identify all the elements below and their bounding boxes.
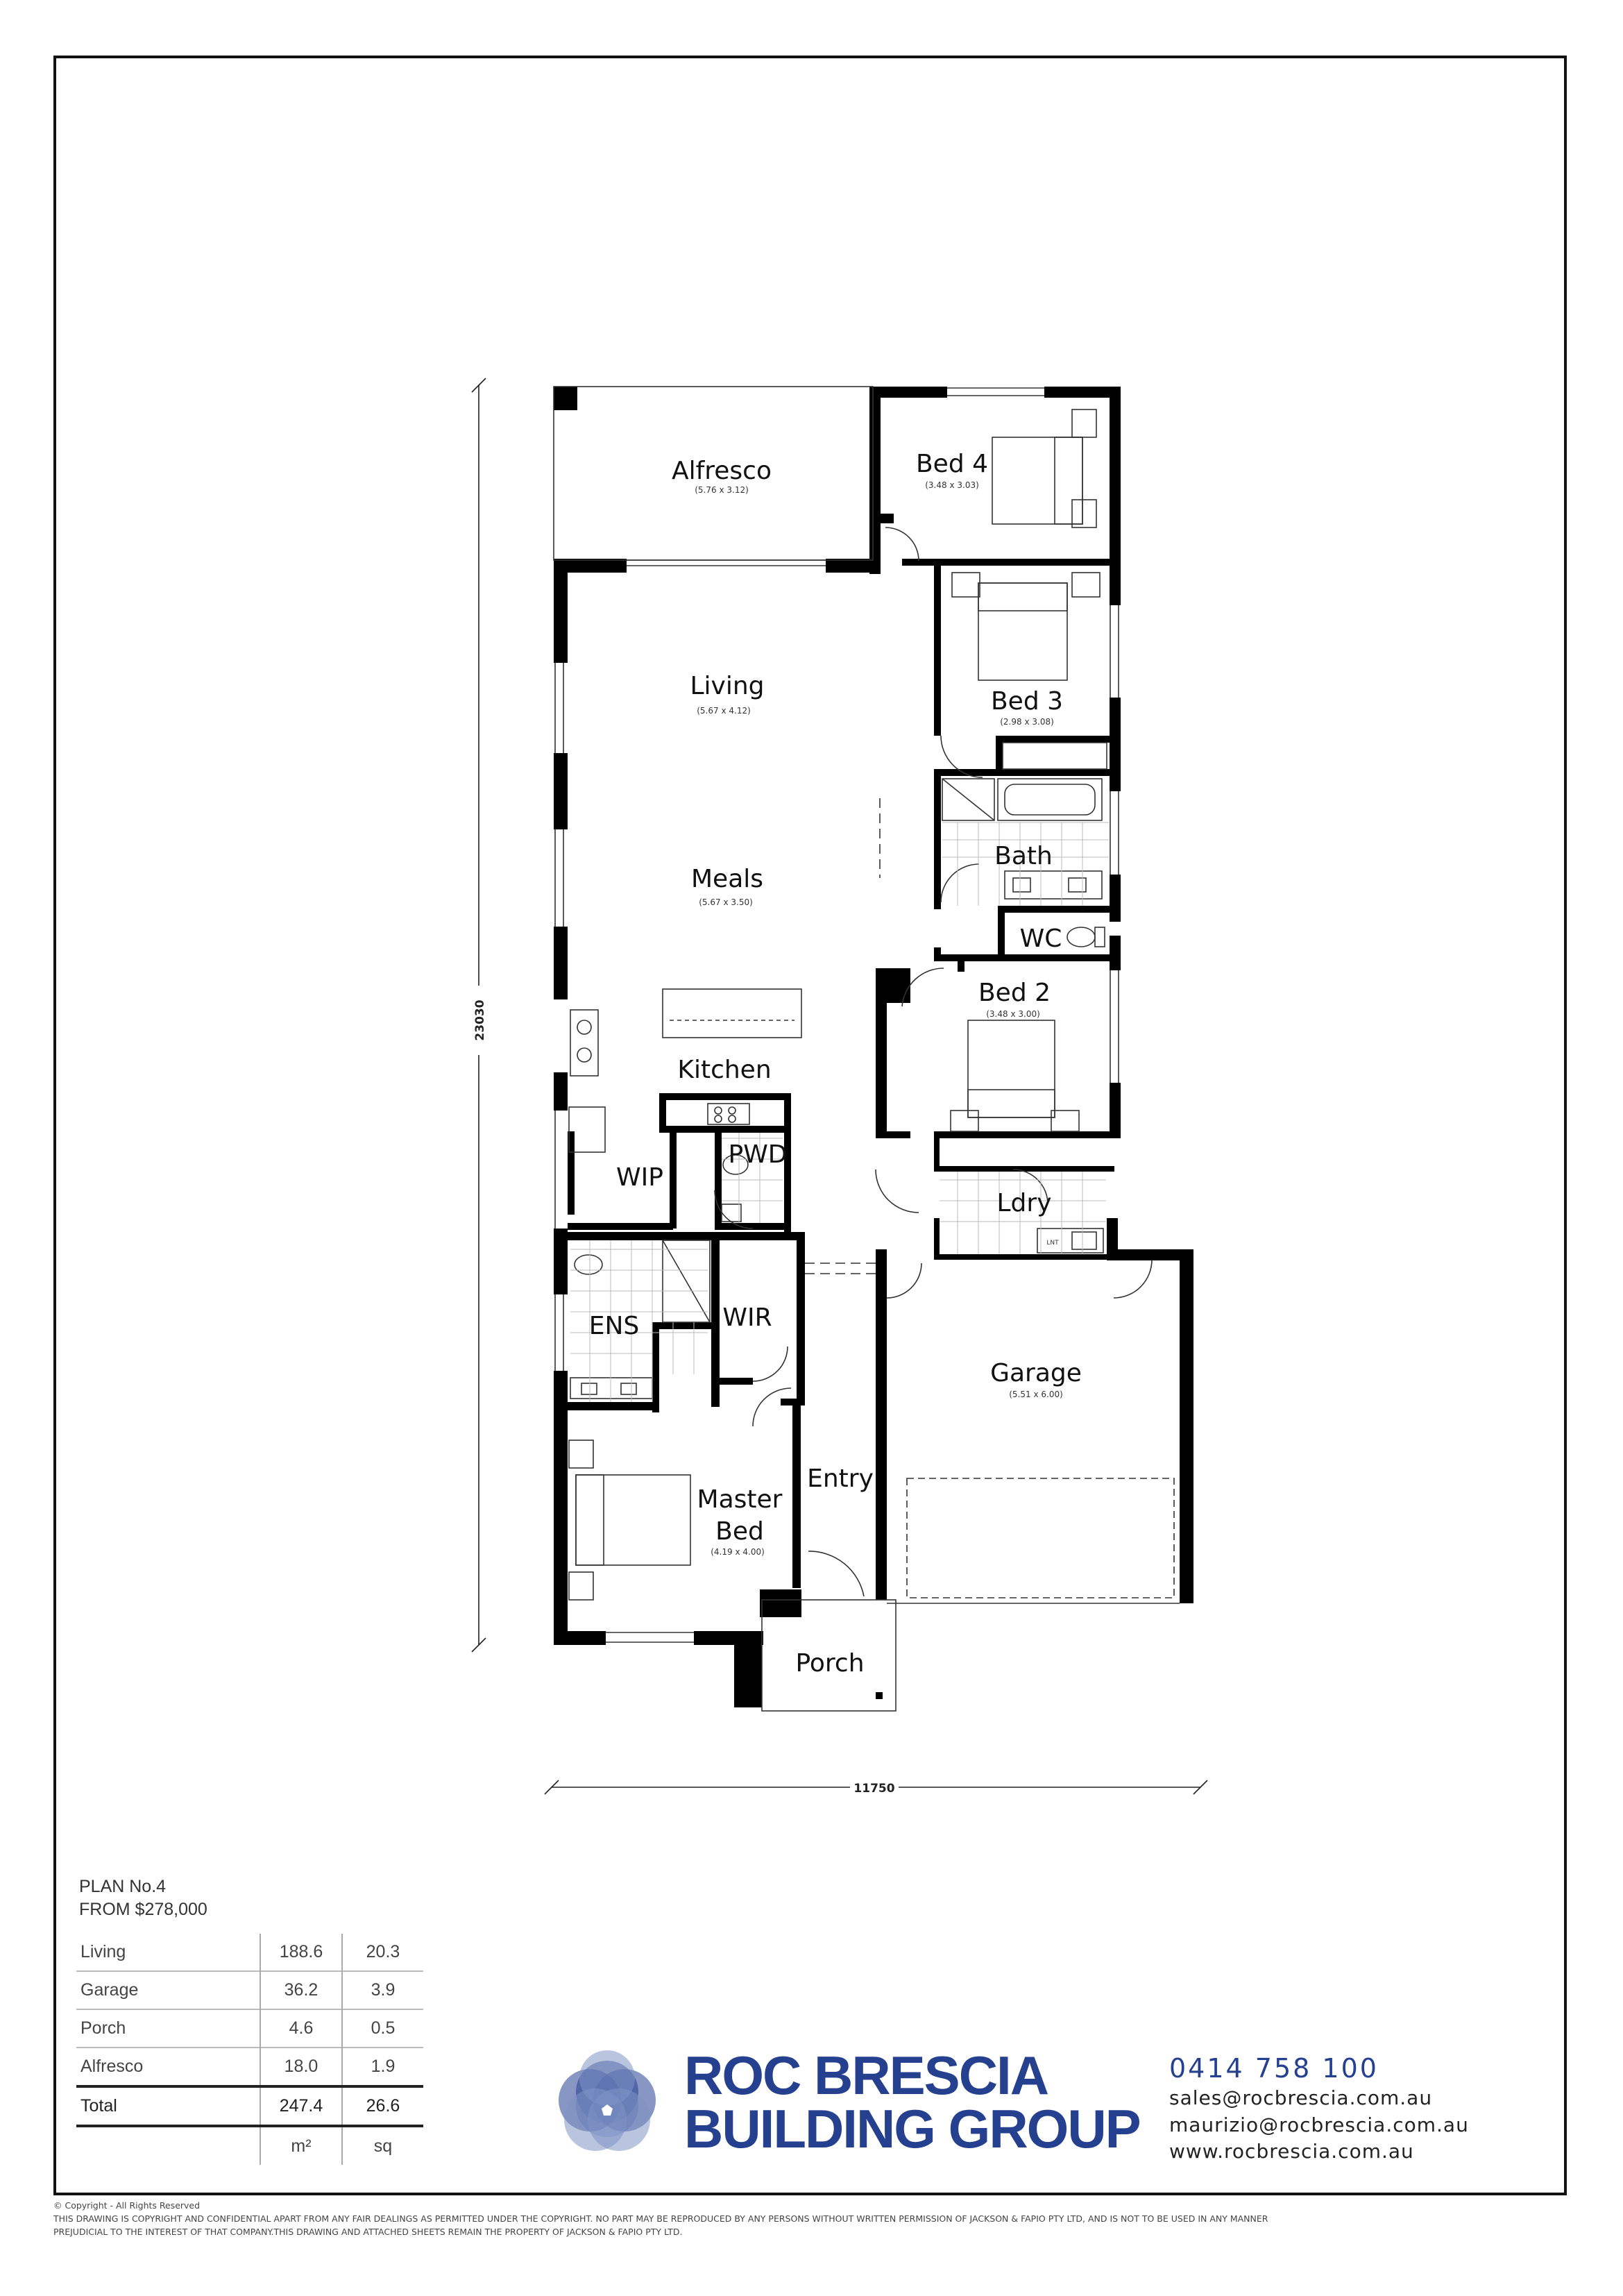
room-dim-master-bed: (4.19 x 4.00) <box>711 1547 765 1557</box>
schedule-units-row: m² sq <box>76 2126 423 2165</box>
unit-sq: sq <box>341 2126 423 2165</box>
copyright-line: PREJUDICIAL TO THE INTEREST OF THAT COMP… <box>53 2227 683 2237</box>
fine-lines <box>553 386 1180 1712</box>
plan-title: PLAN No.4 <box>79 1877 167 1896</box>
room-label-kitchen: Kitchen <box>677 1056 771 1084</box>
schedule-m2: 188.6 <box>260 1934 342 1971</box>
schedule-m2: 18.0 <box>260 2048 342 2086</box>
room-label-master: Master <box>697 1485 783 1514</box>
room-labels: Alfresco (5.76 x 3.12) Bed 4 (3.48 x 3.0… <box>589 450 1082 1678</box>
logo-mark <box>559 2050 656 2151</box>
contact-website[interactable]: www.rocbrescia.com.au <box>1169 2140 1414 2163</box>
room-label-master-bed: Bed <box>715 1517 764 1546</box>
room-dim-garage: (5.51 x 6.00) <box>1009 1390 1063 1399</box>
dimension-lines <box>471 378 1208 1795</box>
schedule-m2: 36.2 <box>260 1971 342 2009</box>
width-dim-bg <box>850 1779 899 1796</box>
room-label-wc: WC <box>1020 925 1062 953</box>
porch-light <box>876 1692 883 1699</box>
logo-star <box>602 2104 613 2116</box>
schedule-total-label: Total <box>80 2096 117 2116</box>
schedule-total-sq: 26.6 <box>341 2086 423 2126</box>
room-label-wip: WIP <box>616 1163 663 1192</box>
contact-email-sales[interactable]: sales@rocbrescia.com.au <box>1169 2086 1433 2109</box>
schedule-total-m2: 247.4 <box>260 2086 342 2126</box>
room-dim-bed-3: (2.98 x 3.08) <box>1000 717 1054 727</box>
room-label-ldry: Ldry <box>996 1189 1051 1217</box>
room-label-ens: ENS <box>589 1312 640 1340</box>
schedule-label: Garage <box>80 1980 139 2000</box>
plan-price: FROM $278,000 <box>79 1900 207 1919</box>
room-dim-alfresco: (5.76 x 3.12) <box>695 485 749 495</box>
room-label-living: Living <box>690 672 764 700</box>
contact-email-maurizio[interactable]: maurizio@rocbrescia.com.au <box>1169 2113 1469 2136</box>
schedule-sq: 20.3 <box>341 1934 423 1971</box>
room-label-bath: Bath <box>994 842 1053 870</box>
room-dim-living: (5.67 x 4.12) <box>697 706 751 716</box>
schedule-label: Living <box>80 1942 126 1961</box>
room-label-wir: WIR <box>722 1303 772 1332</box>
overall-length-dimension: 23030 <box>473 999 487 1040</box>
company-logo <box>559 2050 656 2151</box>
room-dim-bed-4: (3.48 x 3.03) <box>925 480 979 490</box>
room-label-entry: Entry <box>807 1464 874 1493</box>
copyright-line: © Copyright - All Rights Reserved <box>53 2200 201 2211</box>
unit-m2: m² <box>260 2126 342 2165</box>
room-label-bed-2: Bed 2 <box>978 979 1051 1007</box>
walls <box>554 387 1193 1707</box>
schedule-row: Garage 36.2 3.9 <box>76 1971 423 2009</box>
tile-patterns <box>570 822 1109 1402</box>
copyright-line: THIS DRAWING IS COPYRIGHT AND CONFIDENTI… <box>53 2213 1268 2224</box>
schedule-label: Porch <box>80 2018 126 2038</box>
schedule-label: Alfresco <box>80 2057 144 2076</box>
room-label-garage: Garage <box>990 1359 1082 1387</box>
contact-phone[interactable]: 0414 758 100 <box>1169 2053 1379 2084</box>
schedule-sq: 1.9 <box>341 2048 423 2086</box>
room-label-pwd: PWD <box>728 1140 787 1169</box>
room-label-bed-3: Bed 3 <box>991 687 1063 716</box>
copyright-notice: © Copyright - All Rights Reserved THIS D… <box>53 2199 1573 2238</box>
room-label-porch: Porch <box>795 1649 864 1678</box>
schedule-m2: 4.6 <box>260 2009 342 2048</box>
plan-header: PLAN No.4 FROM $278,000 <box>79 1875 207 1921</box>
brand-name-line2: BUILDING GROUP <box>684 2098 1141 2159</box>
length-dim-bg <box>468 986 489 1055</box>
room-label-alfresco: Alfresco <box>672 457 772 485</box>
room-label-meals: Meals <box>691 865 763 893</box>
schedule-total-row: Total 247.4 26.6 <box>76 2086 423 2126</box>
schedule-sq: 3.9 <box>341 1971 423 2009</box>
laundry-tub-label: LNT <box>1046 1240 1059 1247</box>
schedule-row: Living 188.6 20.3 <box>76 1934 423 1971</box>
schedule-sq: 0.5 <box>341 2009 423 2048</box>
area-schedule: Living 188.6 20.3 Garage 36.2 3.9 Porch … <box>76 1934 423 2165</box>
room-dim-bed-2: (3.48 x 3.00) <box>986 1009 1040 1019</box>
schedule-row: Alfresco 18.0 1.9 <box>76 2048 423 2086</box>
overall-width-dimension: 11750 <box>853 1782 894 1796</box>
room-label-bed-4: Bed 4 <box>916 450 988 478</box>
schedule-row: Porch 4.6 0.5 <box>76 2009 423 2048</box>
sheet-frame <box>53 56 1567 2195</box>
brand-name-line1: ROC BRESCIA <box>684 2045 1049 2106</box>
room-dim-meals: (5.67 x 3.50) <box>699 897 753 907</box>
